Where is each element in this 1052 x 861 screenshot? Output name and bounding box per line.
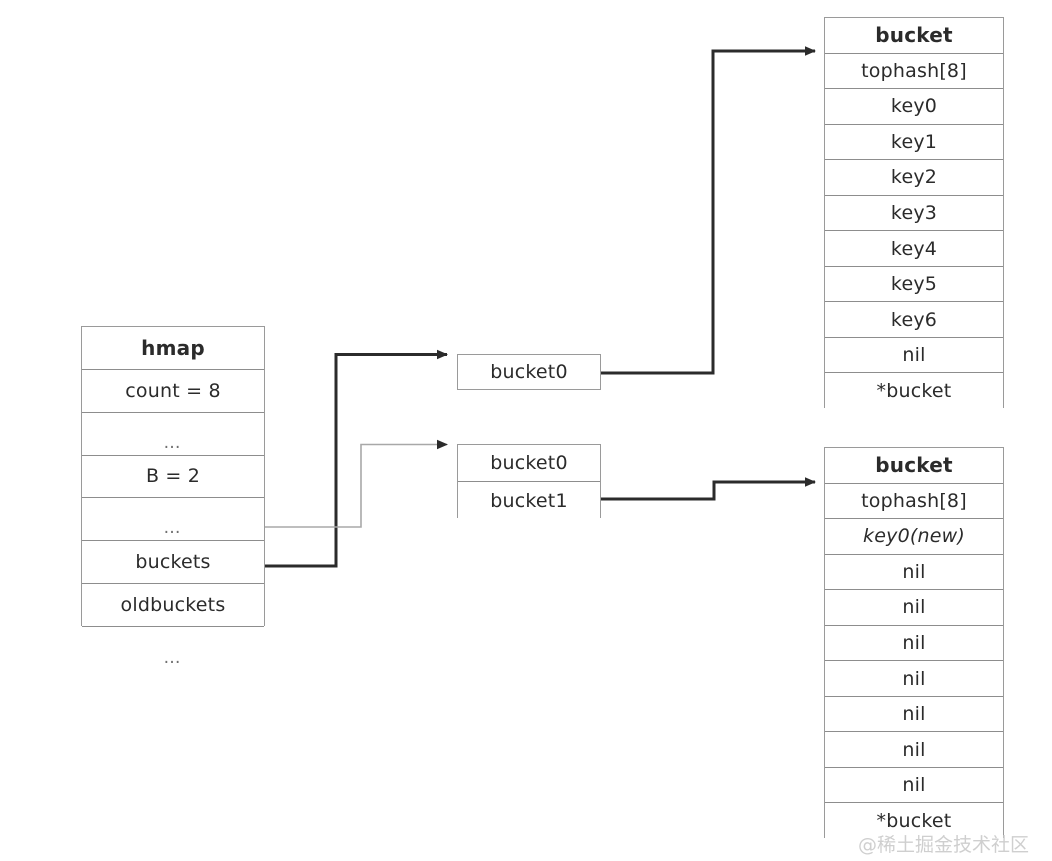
new-bucket-slot-1: nil	[825, 554, 1003, 591]
new-bucket-slot-0: key0(new)	[825, 519, 1003, 555]
old-bucket-slot-4: key4	[825, 231, 1003, 267]
new-bucket-slot-6: nil	[825, 732, 1003, 768]
hmap-field-ellipsis-2: …	[82, 498, 264, 542]
hmap-field-ellipsis-1: …	[82, 412, 264, 456]
new-bucket-slot-2: nil	[825, 590, 1003, 626]
old-bucket-slot-3: key3	[825, 195, 1003, 232]
old-bucket-overflow: *bucket	[825, 373, 1003, 410]
new-bucket-slot-7: nil	[825, 767, 1003, 804]
old-bucket-slot-5: key5	[825, 266, 1003, 303]
old-bucket-slot-7: nil	[825, 337, 1003, 374]
watermark: @稀土掘金技术社区	[858, 834, 1030, 856]
wire-buckets-to-array	[265, 439, 448, 528]
oldbuckets-array: bucket0	[457, 354, 601, 390]
old-bucket-header: bucket	[825, 18, 1003, 54]
hmap-field-count: count = 8	[82, 369, 264, 413]
new-bucket-table: bucket tophash[8] key0(new) nil nil nil …	[824, 447, 1004, 840]
old-bucket-slot-0: key0	[825, 89, 1003, 125]
hmap-field-buckets: buckets	[82, 541, 264, 585]
new-bucket-slot-5: nil	[825, 696, 1003, 733]
new-bucket-slot-4: nil	[825, 661, 1003, 697]
new-bucket-tophash: tophash[8]	[825, 483, 1003, 520]
hmap-field-oldbuckets: oldbuckets	[82, 584, 264, 627]
oldbuckets-array-item-bucket0: bucket0	[458, 355, 600, 389]
hmap-field-b: B = 2	[82, 455, 264, 499]
wire-oldbucket0-to-bucket-old	[601, 46, 816, 375]
old-bucket-table: bucket tophash[8] key0 key1 key2 key3 ke…	[824, 17, 1004, 410]
buckets-array: bucket0 bucket1	[457, 444, 601, 519]
new-bucket-overflow: *bucket	[825, 803, 1003, 840]
buckets-array-item-bucket1: bucket1	[458, 482, 600, 519]
buckets-array-item-bucket0: bucket0	[458, 445, 600, 482]
new-bucket-header: bucket	[825, 448, 1003, 484]
wire-oldbuckets-to-array	[265, 349, 448, 568]
new-bucket-slot-3: nil	[825, 625, 1003, 662]
hmap-header: hmap	[82, 327, 264, 370]
old-bucket-slot-2: key2	[825, 160, 1003, 196]
old-bucket-slot-6: key6	[825, 302, 1003, 338]
hmap-field-ellipsis-3: …	[82, 626, 264, 670]
wire-bucket1-to-bucket-new	[601, 477, 816, 501]
old-bucket-slot-1: key1	[825, 124, 1003, 161]
old-bucket-tophash: tophash[8]	[825, 53, 1003, 90]
hmap-struct: hmap count = 8 … B = 2 … buckets oldbuck…	[81, 326, 265, 670]
